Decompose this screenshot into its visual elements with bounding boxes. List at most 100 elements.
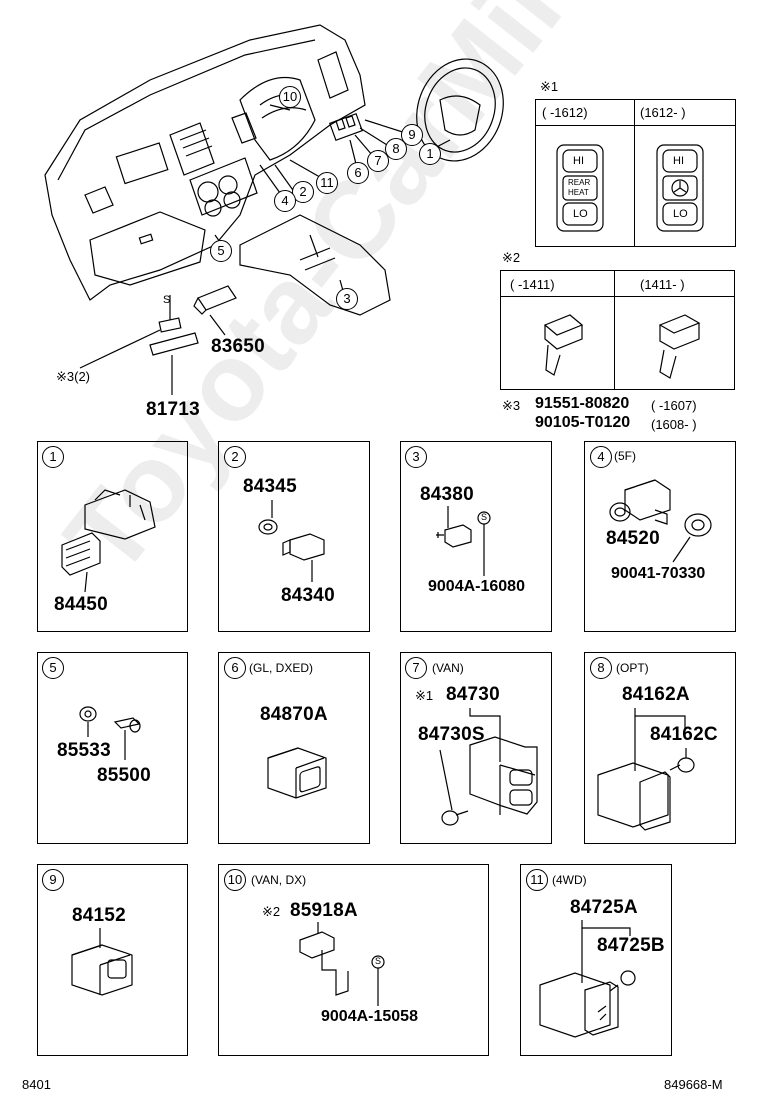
box-10-number: 10 xyxy=(224,869,246,891)
box-2-part-84340: 84340 xyxy=(281,585,335,606)
note3-part2: 90105-T0120 xyxy=(535,414,631,431)
box-6-part-84870A: 84870A xyxy=(260,704,328,725)
box-6-number: 6 xyxy=(224,657,246,679)
box-2 xyxy=(218,441,370,632)
box-4-part-84520: 84520 xyxy=(606,528,660,549)
overview-callout-1: 1 xyxy=(419,143,441,165)
box-7-part-84730S: 84730S xyxy=(418,724,485,745)
note2-table xyxy=(500,270,735,390)
box-6-tag: (GL, DXED) xyxy=(249,661,314,675)
note3-mark: ※3 xyxy=(502,398,521,413)
note1-col2-header: (1612- ) xyxy=(640,105,686,120)
box-5 xyxy=(37,652,188,844)
box-3-part-84380: 84380 xyxy=(420,484,474,505)
box-7-number: 7 xyxy=(405,657,427,679)
box-4-tag: (5F) xyxy=(614,449,636,463)
note1-right-lo: LO xyxy=(673,208,688,220)
box-8-number: 8 xyxy=(590,657,612,679)
note2-switch-drawings xyxy=(543,314,701,379)
box-10-part-85918A: 85918A xyxy=(290,900,358,921)
part-83650: 83650 xyxy=(211,336,265,357)
box-7-drawing xyxy=(439,708,538,826)
note1-table xyxy=(535,99,736,247)
note3-range1: ( -1607) xyxy=(651,398,697,413)
overview-callout-7: 7 xyxy=(367,150,389,172)
box-8-drawing xyxy=(597,708,695,831)
note2-col1-header: ( -1411) xyxy=(510,277,555,292)
note1-title: ※1 xyxy=(540,79,559,94)
overview-s-mark: S xyxy=(163,294,171,306)
box-1-drawing xyxy=(61,489,156,593)
overview-callout-8: 8 xyxy=(385,138,407,160)
box-11-part-84725B: 84725B xyxy=(597,935,665,956)
note2-col2-header: (1411- ) xyxy=(640,277,685,292)
box-7-part-84730: 84730 xyxy=(446,684,500,705)
box-3 xyxy=(400,441,552,632)
note1-col1-header: ( -1612) xyxy=(542,105,588,120)
overview-callout-5: 5 xyxy=(210,240,232,262)
box-8-part-84162A: 84162A xyxy=(622,684,690,705)
box-1 xyxy=(37,441,188,632)
box-6-drawing xyxy=(267,747,327,799)
footer-left-code: 8401 xyxy=(22,1077,51,1092)
box-10-part-9004A-15058: 9004A-15058 xyxy=(321,1008,418,1025)
box-5-part-85500: 85500 xyxy=(97,765,151,786)
part-81713: 81713 xyxy=(146,399,200,420)
box-9 xyxy=(37,864,188,1056)
box-2-number: 2 xyxy=(224,446,246,468)
overview-callout-6: 6 xyxy=(347,162,369,184)
overview-callout-3: 3 xyxy=(336,288,358,310)
box-1-part-84450: 84450 xyxy=(54,594,108,615)
box-3-number: 3 xyxy=(405,446,427,468)
box-10 xyxy=(218,864,489,1056)
box-11-tag: (4WD) xyxy=(552,873,587,887)
box-6 xyxy=(218,652,370,844)
note1-header-divider xyxy=(536,125,735,126)
note2-col-divider xyxy=(614,271,615,389)
note1-col-divider xyxy=(634,100,635,246)
note2-header-divider xyxy=(501,296,734,297)
box-5-drawing xyxy=(79,706,141,760)
note1-left-heat: HEAT xyxy=(568,188,589,197)
box-11-part-84725A: 84725A xyxy=(570,897,638,918)
box-5-part-85533: 85533 xyxy=(57,740,111,761)
box-5-number: 5 xyxy=(42,657,64,679)
box-11 xyxy=(520,864,672,1056)
box-2-part-84345: 84345 xyxy=(243,476,297,497)
note1-right-hi: HI xyxy=(673,155,684,167)
box-9-number: 9 xyxy=(42,869,64,891)
box-7-tag: (VAN) xyxy=(432,661,464,675)
box-4 xyxy=(584,441,736,632)
box-4-part-90041-70330: 90041-70330 xyxy=(611,565,706,582)
overview-callout-10: 10 xyxy=(279,86,301,108)
box-3-part-9004A-16080: 9004A-16080 xyxy=(428,578,525,595)
box-2-drawing xyxy=(258,500,325,582)
box-8-tag: (OPT) xyxy=(616,661,649,675)
note2-title: ※2 xyxy=(502,250,521,265)
box-7 xyxy=(400,652,552,844)
box-9-part-84152: 84152 xyxy=(72,905,126,926)
note1-left-rear: REAR xyxy=(568,178,591,187)
box-8-part-84162C: 84162C xyxy=(650,724,718,745)
box-8 xyxy=(584,652,736,844)
box-3-s-mark: S xyxy=(481,512,488,522)
note1-left-hi: HI xyxy=(573,155,584,167)
overview-callout-11: 11 xyxy=(316,172,338,194)
box-10-tag: (VAN, DX) xyxy=(251,873,307,887)
box-10-mark: ※2 xyxy=(262,904,281,919)
dashboard-overview-drawing xyxy=(44,24,504,395)
box-4-drawing xyxy=(609,479,712,563)
box-1-number: 1 xyxy=(42,446,64,468)
box-11-number: 11 xyxy=(526,869,548,891)
box-10-s-mark: S xyxy=(375,956,382,966)
note1-left-lo: LO xyxy=(573,208,588,220)
overview-callout-9: 9 xyxy=(401,124,423,146)
box-4-number: 4 xyxy=(590,446,612,468)
box-7-mark: ※1 xyxy=(415,688,434,703)
overview-callout-4: 4 xyxy=(274,190,296,212)
box-3-drawing xyxy=(436,506,491,576)
note3-range2: (1608- ) xyxy=(651,417,697,432)
